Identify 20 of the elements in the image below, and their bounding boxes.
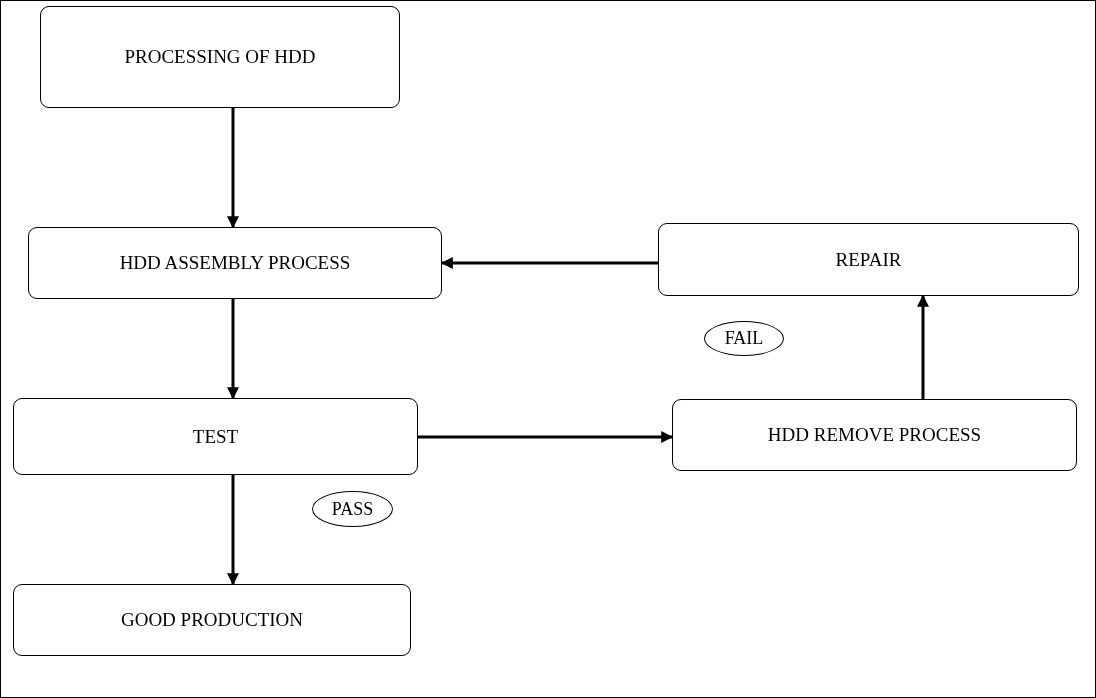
process-box [658, 223, 1079, 296]
arrow [227, 108, 239, 229]
arrow [917, 294, 929, 399]
process-box [672, 399, 1077, 471]
node-label: HDD ASSEMBLY PROCESS [119, 252, 351, 274]
node-label: HDD REMOVE PROCESS [767, 424, 982, 446]
node-label: PROCESSING OF HDD [124, 46, 316, 68]
process-box [13, 398, 418, 475]
node-label: REPAIR [835, 248, 902, 271]
node-label: FAIL [724, 328, 764, 349]
arrow [440, 257, 658, 269]
node-label: TEST [192, 425, 239, 448]
node-label: PASS [331, 498, 374, 520]
arrow [227, 299, 239, 400]
node-label: GOOD PRODUCTION [120, 609, 304, 631]
process-box [28, 227, 442, 299]
arrow [418, 431, 674, 443]
process-box [13, 584, 411, 656]
arrow [227, 475, 239, 586]
process-box [40, 6, 400, 108]
